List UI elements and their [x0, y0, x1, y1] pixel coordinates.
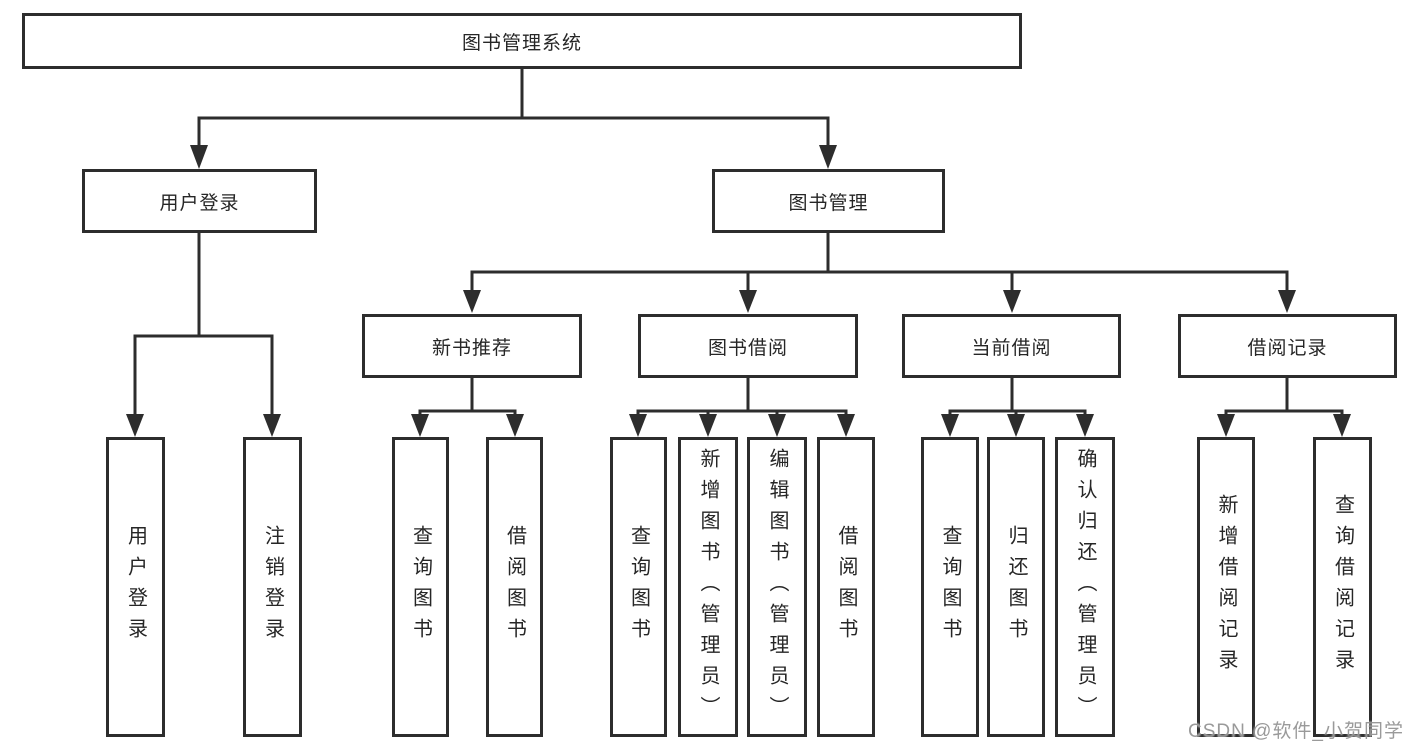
- leaf-add-borrow-record: 新增借阅记录: [1197, 437, 1255, 737]
- leaf-query-books-borrow: 查询图书: [610, 437, 667, 737]
- node-borrow-records: 借阅记录: [1178, 314, 1397, 378]
- leaf-add-borrow-record-label: 新增借阅记录: [1215, 494, 1237, 680]
- node-new-book-recommend: 新书推荐: [362, 314, 582, 378]
- node-root-label: 图书管理系统: [461, 32, 582, 54]
- node-book-borrow: 图书借阅: [638, 314, 858, 378]
- leaf-query-books-borrow-label: 查询图书: [627, 525, 650, 649]
- node-user-login: 用户登录: [82, 169, 317, 233]
- leaf-return-books: 归还图书: [987, 437, 1045, 737]
- leaf-user-login-label: 用户登录: [124, 525, 147, 649]
- node-user-login-label: 用户登录: [159, 192, 240, 214]
- leaf-query-books-current-label: 查询图书: [939, 525, 961, 649]
- node-new-book-recommend-label: 新书推荐: [431, 337, 512, 359]
- leaf-query-books-current: 查询图书: [921, 437, 979, 737]
- node-book-management: 图书管理: [712, 169, 945, 233]
- leaf-user-login: 用户登录: [106, 437, 165, 737]
- leaf-borrow-books: 借阅图书: [817, 437, 875, 737]
- csdn-watermark: CSDN @软件_小贺同学: [1188, 721, 1404, 742]
- leaf-query-books-recommend-label: 查询图书: [409, 525, 432, 649]
- node-book-management-label: 图书管理: [788, 192, 869, 214]
- leaf-borrow-books-recommend: 借阅图书: [486, 437, 543, 737]
- leaf-edit-books-admin-label: 编辑图书（管理员）: [766, 447, 788, 727]
- leaf-query-borrow-record-label: 查询借阅记录: [1331, 494, 1354, 680]
- leaf-borrow-books-recommend-label: 借阅图书: [503, 525, 526, 649]
- leaf-add-books-admin-label: 新增图书（管理员）: [697, 447, 719, 727]
- node-borrow-records-label: 借阅记录: [1247, 337, 1328, 359]
- leaf-logout: 注销登录: [243, 437, 302, 737]
- leaf-confirm-return-admin: 确认归还（管理员）: [1055, 437, 1115, 737]
- node-current-borrow-label: 当前借阅: [971, 337, 1052, 359]
- leaf-confirm-return-admin-label: 确认归还（管理员）: [1074, 447, 1096, 727]
- leaf-logout-label: 注销登录: [261, 525, 284, 649]
- node-root-system: 图书管理系统: [22, 13, 1022, 69]
- leaf-query-borrow-record: 查询借阅记录: [1313, 437, 1372, 737]
- leaf-borrow-books-label: 借阅图书: [835, 525, 857, 649]
- leaf-edit-books-admin: 编辑图书（管理员）: [747, 437, 807, 737]
- leaf-add-books-admin: 新增图书（管理员）: [678, 437, 738, 737]
- node-book-borrow-label: 图书借阅: [707, 337, 788, 359]
- leaf-return-books-label: 归还图书: [1005, 525, 1027, 649]
- leaf-query-books-recommend: 查询图书: [392, 437, 449, 737]
- node-current-borrow: 当前借阅: [902, 314, 1121, 378]
